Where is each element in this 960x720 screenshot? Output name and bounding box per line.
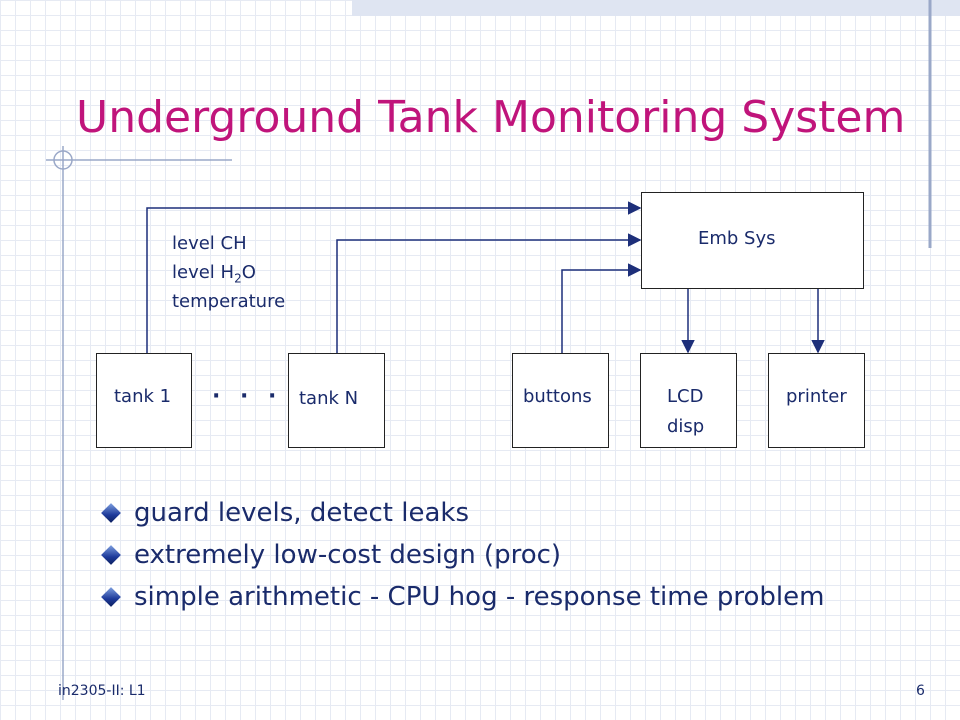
- printer-label: printer: [786, 386, 847, 407]
- signal-level-h2o-subscript: 2: [234, 271, 242, 286]
- signal-level-ch: level CH: [172, 233, 247, 254]
- bullet-text: simple arithmetic - CPU hog - response t…: [134, 582, 825, 612]
- buttons-label: buttons: [523, 386, 592, 407]
- signal-level-h2o-suffix: O: [241, 262, 256, 283]
- signal-temperature: temperature: [172, 291, 286, 312]
- emb-sys-label: Emb Sys: [698, 228, 776, 249]
- wire-tank1-to-embsys: [146, 201, 642, 353]
- lcd-label-line2: disp: [667, 416, 705, 437]
- rule-circle: [53, 150, 73, 170]
- bullet-item: guard levels, detect leaks: [100, 492, 824, 534]
- slide-page-number: 6: [916, 683, 925, 699]
- emb-sys-box: Emb Sys: [641, 192, 864, 289]
- tank-ellipsis: · · ·: [212, 384, 283, 409]
- footer-course-label: in2305-II: L1: [58, 683, 146, 699]
- bullet-item: extremely low-cost design (proc): [100, 534, 824, 576]
- tank1-label: tank 1: [114, 386, 172, 407]
- lcd-label-line1: LCD: [667, 386, 704, 407]
- signal-level-h2o-prefix: level H: [172, 262, 235, 283]
- bullet-list: guard levels, detect leaks extremely low…: [100, 492, 824, 618]
- tank1-box: tank 1: [96, 353, 192, 448]
- diamond-bullet-icon: [101, 587, 121, 607]
- bullet-text: extremely low-cost design (proc): [134, 540, 562, 570]
- buttons-box: buttons: [512, 353, 609, 448]
- diamond-bullet-icon: [101, 503, 121, 523]
- bullet-item: simple arithmetic - CPU hog - response t…: [100, 576, 824, 618]
- slide-title: Underground Tank Monitoring System: [76, 92, 906, 143]
- wire-tankN-to-embsys: [336, 233, 642, 353]
- tankN-label: tank N: [299, 388, 359, 409]
- signal-level-h2o: level H2O: [172, 262, 256, 286]
- printer-box: printer: [768, 353, 865, 448]
- wire-buttons-to-embsys: [561, 263, 642, 353]
- diamond-bullet-icon: [101, 545, 121, 565]
- lcd-box: LCD disp: [640, 353, 737, 448]
- tankN-box: tank N: [288, 353, 385, 448]
- bullet-text: guard levels, detect leaks: [134, 498, 470, 528]
- top-band: [352, 0, 960, 16]
